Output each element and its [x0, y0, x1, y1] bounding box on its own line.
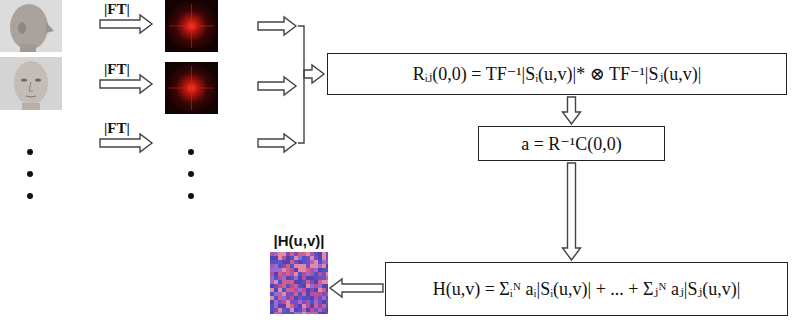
- formula-box: H(u,v) = Σᵢᴺ aᵢ|Sᵢ(u,v)| + ... + Σⱼᴺ aⱼ|…: [385, 262, 788, 316]
- image-title: |H(u,v)|: [274, 232, 325, 249]
- hollow-arrow: [100, 15, 324, 152]
- formula-box: Rᵢⱼ(0,0) = TF⁻¹|Sᵢ(u,v)|* ⊗ TF⁻¹|Sⱼ(u,v)…: [327, 53, 787, 95]
- hollow-arrow: [330, 279, 383, 297]
- formula-text: a = R⁻¹C(0,0): [521, 133, 622, 155]
- filter-image: |H(u,v)|: [270, 232, 328, 314]
- transform-label: |FT|: [104, 61, 130, 78]
- formula-box: a = R⁻¹C(0,0): [478, 126, 665, 161]
- spectrum-image: [165, 0, 218, 52]
- merge-bracket: [298, 26, 304, 143]
- face-image: [0, 57, 62, 110]
- ellipsis-dots: [27, 149, 194, 199]
- transform-label: |FT|: [104, 1, 130, 18]
- formula-text: H(u,v) = Σᵢᴺ aᵢ|Sᵢ(u,v)| + ... + Σⱼᴺ aⱼ|…: [433, 278, 741, 300]
- face-image: [0, 0, 62, 52]
- transform-label: |FT|: [104, 120, 130, 137]
- hollow-arrow: [563, 163, 581, 260]
- hollow-arrow: [563, 97, 581, 124]
- spectrum-image: [165, 62, 218, 114]
- filter-pattern: [270, 252, 328, 314]
- formula-text: Rᵢⱼ(0,0) = TF⁻¹|Sᵢ(u,v)|* ⊗ TF⁻¹|Sⱼ(u,v)…: [413, 63, 702, 85]
